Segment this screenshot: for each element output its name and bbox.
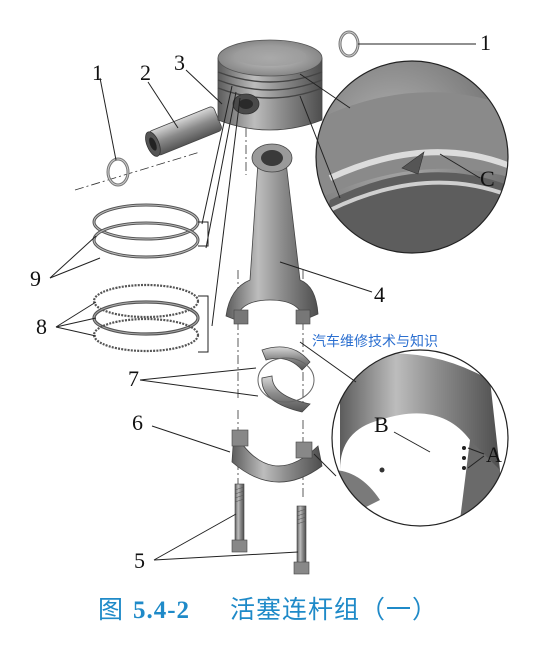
oil-control-rings <box>92 283 200 353</box>
label-detail-c: C <box>480 166 495 191</box>
rod-cap <box>231 429 323 483</box>
piston <box>217 39 323 131</box>
bearing-shells <box>257 346 315 413</box>
figure-caption: 图 5.4-2 活塞连杆组（一） <box>0 590 536 626</box>
label-rod-cap: 6 <box>132 410 143 435</box>
piston-pin <box>145 106 222 157</box>
leader-lines <box>49 43 485 561</box>
label-piston-pin: 2 <box>140 60 151 85</box>
zoom-detail-b <box>331 349 509 527</box>
label-bearing-shells: 7 <box>128 366 139 391</box>
circlip-right <box>338 30 360 58</box>
compression-rings <box>92 203 200 259</box>
label-compression-rings: 9 <box>30 266 41 291</box>
callout-labels: 1 1 2 3 4 5 6 7 8 9 A B C <box>30 30 502 573</box>
caption-prefix: 图 <box>98 595 125 624</box>
caption-title: 活塞连杆组（一） <box>229 595 438 624</box>
label-detail-b: B <box>374 412 389 437</box>
label-oil-rings: 8 <box>36 314 47 339</box>
caption-number: 5.4-2 <box>132 597 191 624</box>
watermark-text: 汽车维修技术与知识 <box>312 333 438 350</box>
zoom-detail-c <box>315 60 509 254</box>
label-piston: 3 <box>174 50 185 75</box>
label-circlip-left: 1 <box>92 60 103 85</box>
connecting-rod <box>225 143 319 325</box>
label-rod-bolts: 5 <box>134 548 145 573</box>
label-circlip-right: 1 <box>480 30 491 55</box>
label-connecting-rod: 4 <box>374 282 385 307</box>
rod-bolts <box>231 483 310 575</box>
circlip-left <box>106 157 130 187</box>
label-detail-a: A <box>486 442 502 467</box>
